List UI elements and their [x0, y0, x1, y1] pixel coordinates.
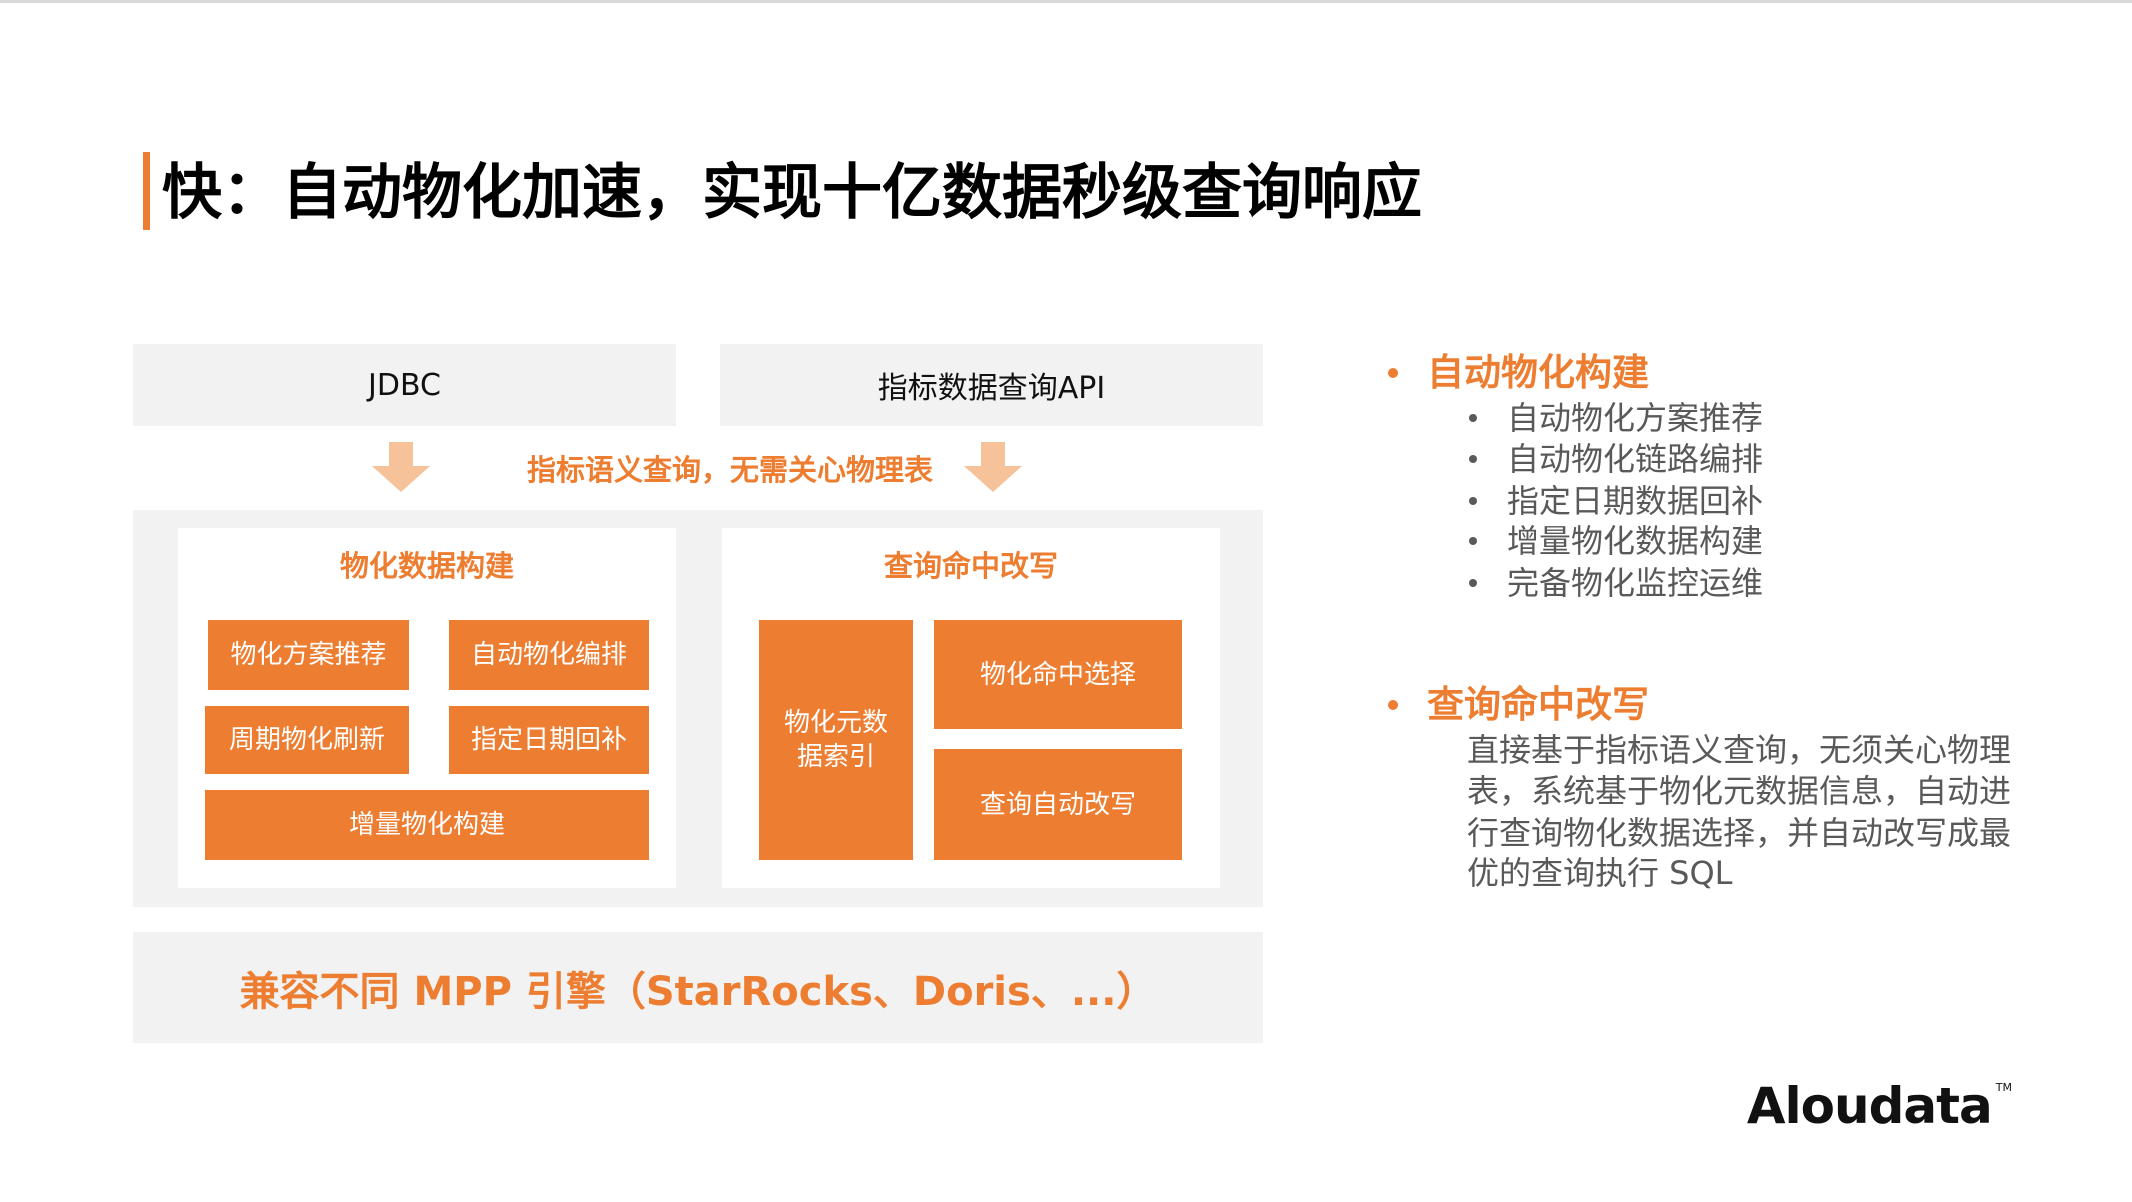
list-item: 指定日期数据回补: [1507, 482, 1764, 520]
paragraph-line: 行查询物化数据选择，并自动改写成最: [1467, 814, 2012, 852]
bullet-icon: [1469, 455, 1477, 463]
metric-api-box: 指标数据查询API: [720, 344, 1263, 426]
feature-block: 周期物化刷新: [205, 706, 409, 774]
jdbc-box: JDBC: [133, 344, 676, 426]
feature-block: 指定日期回补: [449, 706, 649, 774]
bullet-icon: [1469, 537, 1477, 545]
list-item: 完备物化监控运维: [1507, 564, 1764, 602]
bullet-icon: [1469, 579, 1477, 587]
metadata-index-block: 物化元数 据索引: [759, 620, 913, 860]
block-line: 据索引: [796, 742, 875, 772]
down-arrow-icon: [372, 442, 430, 492]
list-item: 自动物化链路编排: [1507, 440, 1764, 478]
panel-title: 查询命中改写: [883, 549, 1058, 583]
paragraph-line: 优的查询执行 SQL: [1467, 854, 1733, 892]
mpp-engine-bar: 兼容不同 MPP 引擎（StarRocks、Doris、...）: [133, 932, 1263, 1043]
aloudata-logo: Aloudata: [1746, 1077, 1993, 1135]
trademark-mark: TM: [1995, 1081, 2012, 1094]
title-accent-bar: [143, 152, 150, 230]
aloudata-logo-group: Aloudata TM: [1747, 1078, 2012, 1134]
page-title: 快：自动物化加速，实现十亿数据秒级查询响应: [162, 158, 1422, 228]
section-heading: 查询命中改写: [1427, 683, 1649, 726]
feature-block: 物化方案推荐: [208, 620, 409, 690]
down-arrow-icon: [964, 442, 1022, 492]
list-item: 自动物化方案推荐: [1507, 399, 1764, 437]
paragraph-line: 表，系统基于物化元数据信息，自动进: [1467, 772, 2012, 810]
bullet-icon: [1469, 414, 1477, 422]
panel-title: 物化数据构建: [339, 549, 514, 583]
top-divider: [0, 0, 2132, 3]
feature-block: 物化命中选择: [934, 620, 1182, 729]
paragraph-line: 直接基于指标语义查询，无须关心物理: [1467, 731, 2012, 769]
list-item: 增量物化数据构建: [1507, 522, 1764, 560]
feature-block: 增量物化构建: [205, 790, 649, 860]
bullet-icon: [1388, 700, 1398, 710]
bullet-icon: [1388, 368, 1398, 378]
feature-block: 自动物化编排: [449, 620, 649, 690]
flow-label: 指标语义查询，无需关心物理表: [526, 453, 933, 487]
section-heading: 自动物化构建: [1427, 351, 1649, 394]
bullet-icon: [1469, 497, 1477, 505]
block-line: 物化元数: [783, 708, 888, 738]
feature-block: 查询自动改写: [934, 749, 1182, 860]
